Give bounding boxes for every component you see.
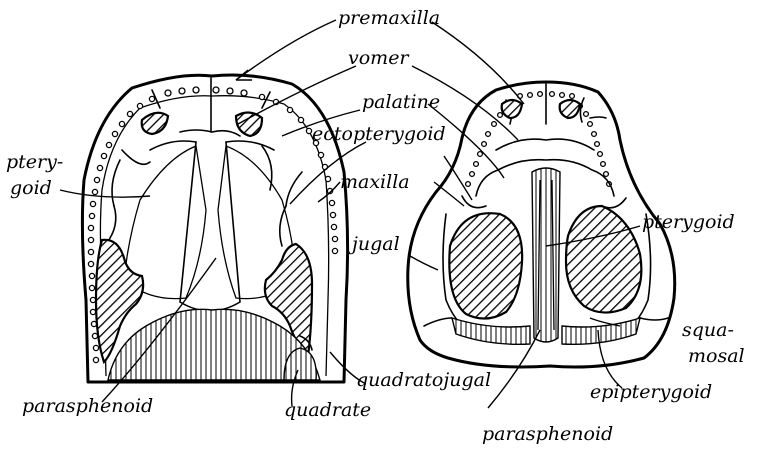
label-squamosal-1: squa- <box>682 319 734 341</box>
right-skull <box>408 82 675 367</box>
label-epipterygoid: epipterygoid <box>590 381 712 403</box>
label-maxilla: maxilla <box>340 171 410 193</box>
right-parasphenoid <box>532 168 560 342</box>
label-palatine: palatine <box>362 91 440 113</box>
label-ectopterygoid: ectopterygoid <box>312 123 446 145</box>
label-parasphenoid-left: parasphenoid <box>22 395 153 417</box>
label-squamosal-2: mosal <box>688 345 745 367</box>
label-parasphenoid-right: parasphenoid <box>482 423 613 445</box>
label-jugal: jugal <box>348 233 400 255</box>
left-skull <box>82 75 347 382</box>
label-quadratojugal: quadratojugal <box>356 369 491 391</box>
label-pterygoid-left-2: goid <box>10 177 52 199</box>
label-quadrate: quadrate <box>284 399 371 421</box>
label-pterygoid-left-1: ptery- <box>6 151 63 173</box>
right-subtemporal-fenestra-left <box>449 213 522 318</box>
label-vomer: vomer <box>348 47 410 69</box>
label-pterygoid-right: pterygoid <box>642 211 735 233</box>
label-premaxilla: premaxilla <box>338 7 440 29</box>
